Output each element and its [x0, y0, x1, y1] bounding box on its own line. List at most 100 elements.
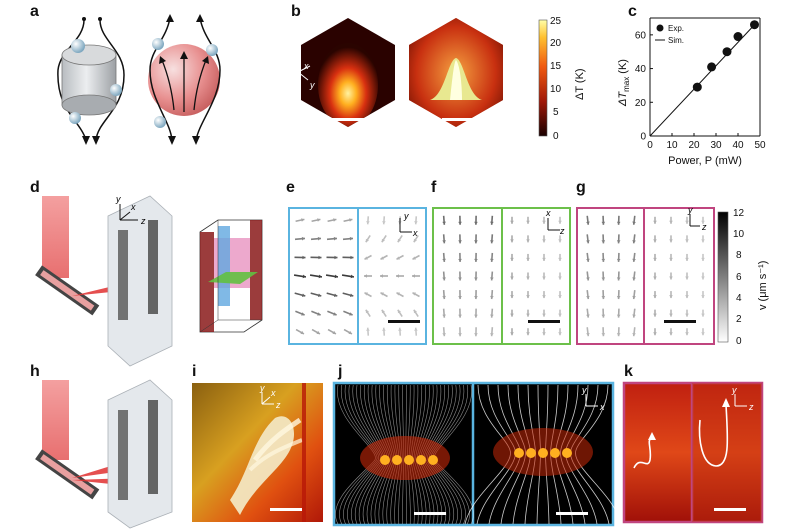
vector-arrowhead: [333, 236, 337, 241]
vector-arrowhead: [301, 293, 306, 297]
vector-arrowhead: [701, 220, 705, 224]
panel-letter-f: f: [431, 179, 437, 196]
vector-arrowhead: [349, 312, 353, 316]
panel-d-planes-cube: [199, 219, 263, 333]
vector-arrowhead: [632, 221, 636, 225]
vector-arrowhead: [490, 240, 494, 244]
vector-arrowhead: [558, 257, 562, 261]
vector-arrowhead: [414, 327, 418, 331]
vector-arrowhead: [350, 255, 354, 260]
cb-b-tick: 0: [553, 131, 559, 142]
data-point-exp: [707, 62, 717, 72]
vector-arrowhead: [317, 218, 321, 222]
vector-arrowhead: [669, 295, 673, 299]
vector-arrowhead: [586, 240, 590, 244]
axis-y-d: y: [115, 194, 121, 204]
vector-arrowhead: [474, 221, 478, 225]
x-axis-label: Power, P (mW): [668, 155, 742, 167]
cb-g-tick: 12: [733, 208, 745, 219]
cb-g-tick: 0: [736, 336, 742, 347]
cb-g-tick: 8: [736, 250, 742, 261]
series-line-sim: [649, 24, 755, 137]
panel-b-heatmap-top: z x y: [293, 18, 395, 127]
vector-arrowhead: [685, 313, 689, 317]
vector-arrowhead: [490, 277, 494, 281]
vector-arrowhead: [510, 239, 514, 243]
vector-arrowhead: [601, 240, 606, 244]
vector-arrowhead: [685, 257, 689, 261]
vector-arrowhead: [442, 221, 446, 225]
axis-y-k: y: [731, 385, 737, 395]
vector-arrowhead: [558, 332, 562, 336]
legend-label-sim: Sim.: [668, 36, 684, 45]
vector-arrowhead: [334, 274, 338, 279]
x-tick-label: 10: [666, 140, 678, 151]
vector-arrowhead: [490, 314, 494, 318]
vector-arrowhead: [458, 314, 462, 318]
vector-arrowhead: [586, 332, 590, 337]
axis-x-d: x: [130, 202, 136, 212]
vector-arrowhead: [510, 257, 514, 261]
vector-arrowhead: [317, 236, 321, 241]
vector-arrowhead: [442, 277, 446, 281]
vector-arrowhead: [542, 276, 546, 280]
vector-arrowhead: [349, 218, 353, 222]
vector-arrowhead: [653, 332, 657, 336]
colorbar-g-label: v (μm s⁻¹): [757, 261, 769, 310]
vector-arrowhead: [632, 332, 636, 337]
vector-arrowhead: [412, 256, 416, 260]
data-point-exp: [692, 82, 702, 92]
axis-z-b: z: [293, 48, 299, 58]
vector-arrowhead: [685, 295, 689, 299]
vector-arrowhead: [490, 221, 494, 225]
vector-arrowhead: [510, 295, 514, 299]
colorbar-delta-t: 25 20 15 10 5 0 ΔT (K): [538, 16, 586, 142]
vector-arrowhead: [442, 333, 446, 337]
vector-arrowhead: [397, 309, 401, 314]
vector-arrowhead: [616, 314, 621, 318]
vector-arrowhead: [474, 277, 478, 281]
vector-arrowhead: [349, 293, 354, 297]
y-axis-label: ΔTmax (K): [617, 59, 631, 107]
vector-arrowhead: [474, 240, 478, 244]
vector-arrowhead: [685, 220, 689, 224]
arrow-grid-f: [442, 215, 562, 337]
cb-g-tick: 10: [733, 229, 745, 240]
vector-arrowhead: [382, 327, 386, 331]
vector-arrowhead: [542, 313, 546, 317]
panel-d-setup-schematic: y x z: [35, 194, 173, 367]
vector-arrowhead: [301, 236, 305, 241]
vector-arrowhead: [349, 236, 353, 241]
vector-arrowhead: [526, 313, 530, 317]
vector-arrowhead: [669, 276, 673, 280]
vector-arrowhead: [653, 276, 657, 280]
vector-arrowhead: [414, 221, 418, 225]
vector-arrowhead: [558, 276, 562, 280]
legend-marker-exp: [656, 24, 664, 32]
vector-arrowhead: [396, 256, 400, 260]
panel-j-streamlines: y x: [332, 381, 622, 527]
vector-arrowhead: [526, 257, 530, 261]
colorbar-velocity: 12 10 8 6 4 2 0 v (μm s⁻¹): [717, 208, 769, 347]
vector-arrowhead: [397, 238, 401, 243]
x-tick-label: 0: [647, 140, 653, 151]
arrow-grid-g: [586, 215, 705, 337]
vector-arrowhead: [381, 238, 385, 243]
vector-arrowhead: [364, 274, 367, 278]
x-tick-label: 30: [710, 140, 722, 151]
panel-letter-j: j: [337, 363, 342, 380]
panel-i-3d-flow-render: y x z: [192, 383, 323, 522]
axis-z-k: z: [748, 402, 754, 412]
data-point-exp: [722, 47, 732, 57]
vector-arrowhead: [458, 258, 462, 262]
vector-arrowhead: [458, 221, 462, 225]
vector-arrowhead: [510, 332, 514, 336]
vector-arrowhead: [526, 220, 530, 224]
vector-arrowhead: [586, 295, 590, 300]
vector-arrowhead: [616, 333, 621, 337]
vector-arrowhead: [302, 274, 306, 279]
vector-arrowhead: [396, 274, 399, 278]
vector-arrowhead: [601, 277, 606, 281]
vector-arrowhead: [413, 309, 417, 314]
